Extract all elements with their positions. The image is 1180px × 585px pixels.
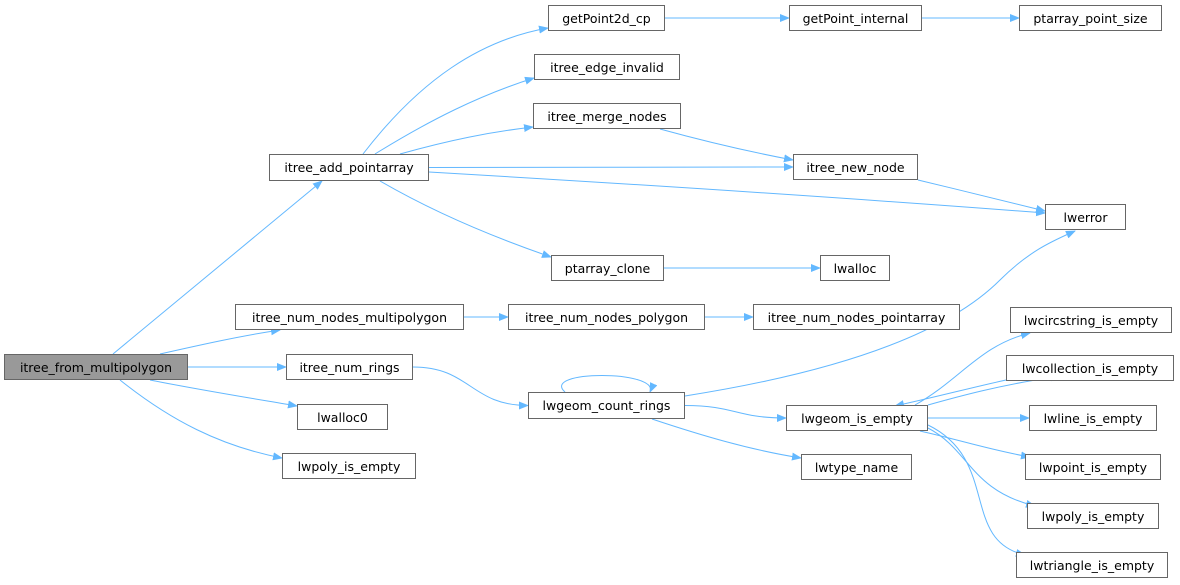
node-lwgeom-is-empty[interactable]: lwgeom_is_empty [786,405,928,431]
edge-itree_from_multipolygon-to-lwpoly_is_empty [119,379,283,461]
edge-lwgeom_count_rings-to-lwtype_name [651,418,802,461]
node-itree-num-nodes-polygon[interactable]: itree_num_nodes_polygon [508,304,705,330]
edge-itree_add_pointarray-to-itree_new_node [428,163,794,172]
edge-itree_add_pointarray-to-getPoint2d_cp [362,25,549,155]
node-lwalloc0[interactable]: lwalloc0 [297,404,388,430]
edge-lwgeom_count_rings-to-lwgeom_is_empty [684,405,787,422]
node-lwcollection-is-empty[interactable]: lwcollection_is_empty [1006,355,1174,381]
edge-itree_add_pointarray-to-ptarray_clone [379,180,552,258]
edge-lwgeom_is_empty-to-lwcircstring_is_empty [914,331,1031,406]
node-lwcircstring-is-empty[interactable]: lwcircstring_is_empty [1010,307,1172,333]
node-itree-new-node[interactable]: itree_new_node [793,154,918,180]
edge-itree_from_multipolygon-to-itree_add_pointarray [112,180,323,355]
edge-itree_add_pointarray-to-lwerror [428,171,1046,217]
node-itree-num-nodes-multipolygon[interactable]: itree_num_nodes_multipolygon [235,304,464,330]
node-lwerror[interactable]: lwerror [1045,204,1126,230]
node-itree-add-pointarray[interactable]: itree_add_pointarray [269,154,429,181]
node-ptarray-clone[interactable]: ptarray_clone [551,255,664,281]
edge-itree_add_pointarray-to-itree_merge_nodes [399,124,534,155]
edge-itree_new_node-to-lwerror [917,179,1046,213]
node-lwpoly-is-empty[interactable]: lwpoly_is_empty [1027,503,1159,529]
edge-lwgeom_count_rings-to-lwerror [684,230,1076,397]
edge-itree_merge_nodes-to-itree_new_node [659,128,794,163]
edge-lwgeom_is_empty-to-lwpoint_is_empty [919,430,1031,460]
node-itree-num-nodes-pointarray[interactable]: itree_num_nodes_pointarray [753,304,960,330]
node-itree-merge-nodes[interactable]: itree_merge_nodes [533,103,681,129]
node-itree-num-rings[interactable]: itree_num_rings [286,354,413,380]
node-getPoint2d-cp[interactable]: getPoint2d_cp [548,5,665,31]
node-lwpoly-is-empty[interactable]: lwpoly_is_empty [282,453,416,479]
node-getPoint-internal[interactable]: getPoint_internal [789,5,922,31]
node-lwalloc[interactable]: lwalloc [820,255,890,281]
node-lwtype-name[interactable]: lwtype_name [801,454,912,480]
edge-lwgeom_count_rings-to-lwgeom_count_rings [561,375,658,393]
edge-itree_from_multipolygon-to-itree_num_nodes_multipolygon [159,327,281,355]
edge-itree_from_multipolygon-to-lwalloc0 [149,379,298,409]
node-itree-edge-invalid[interactable]: itree_edge_invalid [534,54,680,80]
node-lwtriangle-is-empty[interactable]: lwtriangle_is_empty [1016,552,1168,578]
node-itree-from-multipolygon[interactable]: itree_from_multipolygon [4,354,188,380]
edge-itree_num_rings-to-lwgeom_count_rings [412,366,529,410]
edge-itree_add_pointarray-to-itree_edge_invalid [374,76,535,155]
node-ptarray-point-size[interactable]: ptarray_point_size [1019,5,1162,31]
node-lwline-is-empty[interactable]: lwline_is_empty [1029,405,1157,431]
edge-lwcollection_is_empty-to-lwgeom_is_empty [894,379,1007,408]
node-lwgeom-count-rings[interactable]: lwgeom_count_rings [528,392,685,419]
edge-lwgeom_is_empty-to-lwtriangle_is_empty [927,424,1026,557]
node-lwpoint-is-empty[interactable]: lwpoint_is_empty [1025,454,1161,480]
edge-lwgeom_is_empty-to-lwpoly_is_empty [927,427,1036,508]
